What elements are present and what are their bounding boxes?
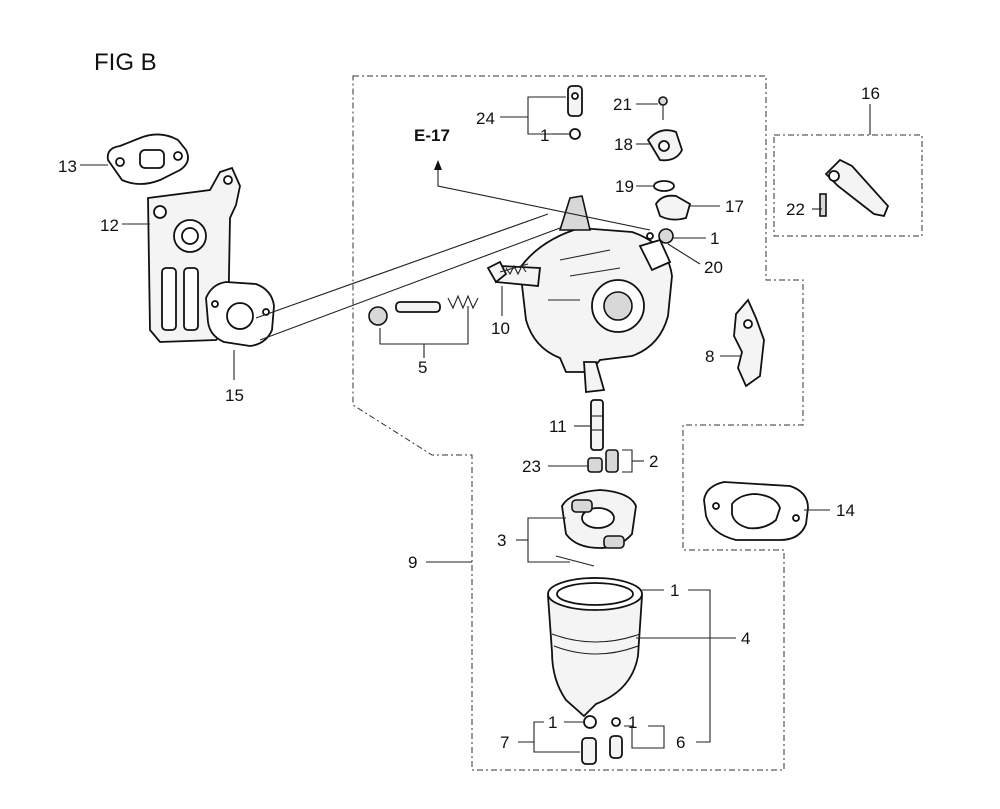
callout-4: 4 <box>741 629 750 648</box>
part-14-gasket <box>703 481 809 541</box>
part-3-float <box>555 489 637 567</box>
part-19-seal <box>653 180 675 192</box>
callout-23: 23 <box>522 457 541 476</box>
callout-1-drain: 1 <box>548 713 557 732</box>
callout-19: 19 <box>615 177 634 196</box>
part-5-screw-set <box>368 294 479 326</box>
reference-e17: E-17 <box>414 126 450 145</box>
callout-11: 11 <box>549 417 567 436</box>
callout-1-bowl: 1 <box>670 581 679 600</box>
part-17-choke-lever <box>655 194 692 221</box>
callout-1-screw-washer: 1 <box>540 126 549 145</box>
callout-13: 13 <box>58 157 77 176</box>
part-18-choke-cover <box>646 129 683 162</box>
part-24-screw <box>567 85 583 140</box>
callout-12: 12 <box>100 216 119 235</box>
part-23-jet <box>587 457 603 473</box>
part-16-lever <box>824 158 890 218</box>
callout-20: 20 <box>704 258 723 277</box>
part-10-pilot-screw <box>486 260 529 284</box>
callout-3: 3 <box>497 531 506 550</box>
callout-1-choke: 1 <box>710 229 719 248</box>
callout-14: 14 <box>836 501 855 520</box>
callout-17: 17 <box>725 197 744 216</box>
callout-18: 18 <box>614 135 633 154</box>
callout-2: 2 <box>649 452 658 471</box>
part-4-float-bowl <box>547 577 643 718</box>
part-20-nut <box>646 228 674 244</box>
callout-10: 10 <box>491 319 510 338</box>
callout-1-screw: 1 <box>628 713 637 732</box>
callout-21: 21 <box>613 95 632 114</box>
part-8-clip <box>733 298 765 388</box>
callout-24: 24 <box>476 109 495 128</box>
callout-5: 5 <box>418 358 427 377</box>
part-7-drain-bolt <box>581 715 597 765</box>
callout-8: 8 <box>705 347 714 366</box>
part-11-nozzle <box>590 399 604 451</box>
callout-15: 15 <box>225 386 244 405</box>
part-15-gasket <box>205 281 275 347</box>
figure-title: FIG B <box>94 49 157 76</box>
callout-7: 7 <box>500 733 509 752</box>
part-6-screw <box>609 717 623 759</box>
callout-6: 6 <box>676 733 685 752</box>
part-13-gasket <box>106 133 189 185</box>
callout-9: 9 <box>408 553 417 572</box>
carburetor-body <box>494 195 673 393</box>
callout-22: 22 <box>786 200 805 219</box>
callout-16: 16 <box>861 84 880 103</box>
lever-group-boundary <box>773 134 923 237</box>
carburetor-assembly-boundary <box>352 75 804 771</box>
part-22-pin <box>819 193 827 217</box>
part-21-screw <box>658 96 668 120</box>
part-2-jet <box>605 449 619 473</box>
callout-labels: E-17 13 12 15 24 1 21 18 19 17 1 20 16 2… <box>58 84 880 752</box>
leader-lines <box>80 96 871 753</box>
